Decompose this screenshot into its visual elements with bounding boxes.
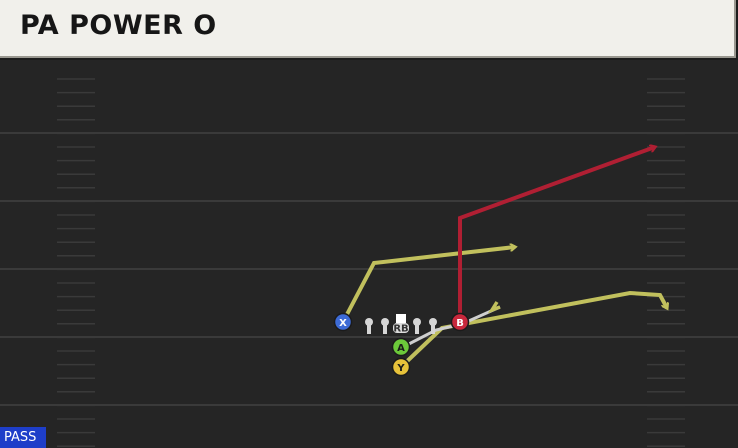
hash-marks-right xyxy=(647,78,685,447)
play-type-badge: PASS xyxy=(0,427,46,448)
svg-text:B: B xyxy=(456,318,464,329)
play-title: PA POWER O xyxy=(20,10,217,41)
svg-text:RB: RB xyxy=(393,324,408,335)
lineman xyxy=(413,318,421,334)
hash-marks-left xyxy=(57,78,95,447)
player-y: Y xyxy=(391,357,411,377)
svg-text:A: A xyxy=(397,343,405,354)
player-rb: RB xyxy=(393,323,409,335)
route-b xyxy=(458,147,655,322)
center xyxy=(396,314,406,323)
route-a-hook xyxy=(487,301,501,314)
play-header: PA POWER O xyxy=(0,0,736,58)
route-x xyxy=(341,247,515,323)
lineman xyxy=(429,318,437,334)
lineman xyxy=(365,318,373,334)
svg-text:X: X xyxy=(339,318,347,329)
player-a: A xyxy=(391,337,411,357)
play-field: RB X B A Y xyxy=(0,60,738,448)
route-y xyxy=(399,290,667,369)
svg-text:Y: Y xyxy=(396,363,405,374)
player-x: X xyxy=(333,312,353,332)
player-b: B xyxy=(450,312,470,332)
lineman xyxy=(381,318,389,334)
route-a xyxy=(400,305,501,350)
field-diagram: RB X B A Y xyxy=(0,78,738,447)
offensive-line xyxy=(365,314,437,334)
